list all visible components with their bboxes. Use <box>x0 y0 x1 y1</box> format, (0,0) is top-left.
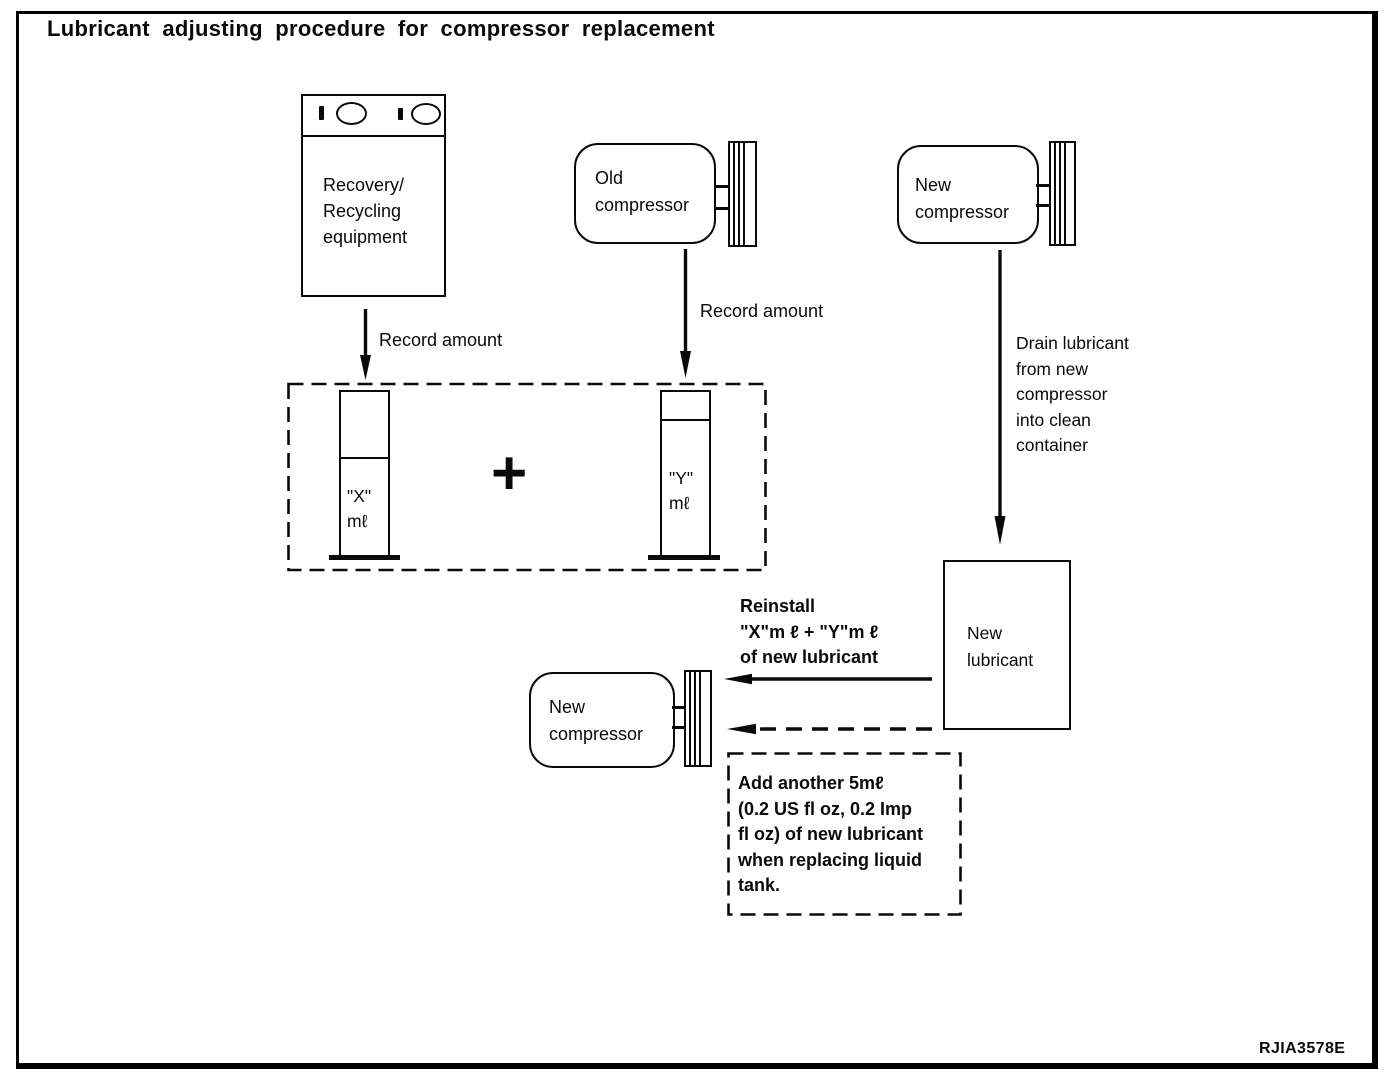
drain-lubricant-note: Drain lubricant from new compressor into… <box>1016 333 1129 455</box>
plus-sign: + <box>491 439 528 508</box>
new-lubricant-box: New lubricant <box>943 560 1071 730</box>
old-compressor-box: Old compressor <box>574 143 716 244</box>
record-amount-label-left: Record amount <box>379 330 503 350</box>
port-icon <box>319 106 324 120</box>
compressor-pulley-icon <box>728 141 757 247</box>
cylinder-y-label: "Y" mℓ <box>669 468 694 513</box>
compressor-pulley-icon <box>684 670 712 767</box>
fluid-level-line <box>341 457 388 459</box>
gauge-dial-icon <box>336 102 367 125</box>
new-compressor-top-label: New compressor <box>915 175 1010 222</box>
cylinder-base <box>648 555 720 560</box>
measuring-cylinder-y: "Y" mℓ <box>660 390 711 557</box>
compressor-shaft-stub <box>714 185 729 188</box>
compressor-shaft-stub <box>672 706 685 709</box>
page-title: Lubricant adjusting procedure for compre… <box>47 16 715 41</box>
compressor-shaft-stub <box>1036 204 1050 207</box>
measuring-cylinder-x: "X" mℓ <box>339 390 390 557</box>
add-lubricant-note: Add another 5mℓ (0.2 US fl oz, 0.2 Imp f… <box>738 773 923 895</box>
compressor-shaft-stub <box>714 207 729 210</box>
new-compressor-bottom-box: New compressor <box>529 672 675 768</box>
fluid-level-line <box>662 419 709 421</box>
record-amount-label-right: Record amount <box>700 301 824 321</box>
new-lubricant-label: New lubricant <box>967 623 1034 670</box>
reinstall-note: Reinstall "X"m ℓ + "Y"m ℓ of new lubrica… <box>740 596 879 667</box>
new-compressor-bottom-label: New compressor <box>549 697 644 744</box>
compressor-pulley-icon <box>1049 141 1076 246</box>
cylinder-x-label: "X" mℓ <box>347 486 372 531</box>
recovery-equipment-label: Recovery/ Recycling equipment <box>323 175 408 247</box>
port-icon <box>398 108 403 120</box>
cylinder-base <box>329 555 400 560</box>
gauge-panel <box>303 96 444 137</box>
figure-code: RJIA3578E <box>1259 1040 1346 1057</box>
new-compressor-top-box: New compressor <box>897 145 1039 244</box>
gauge-dial-icon <box>411 103 441 125</box>
recovery-recycling-equipment-box: Recovery/ Recycling equipment <box>301 94 446 297</box>
compressor-shaft-stub <box>1036 184 1050 187</box>
compressor-shaft-stub <box>672 726 685 729</box>
old-compressor-label: Old compressor <box>595 168 690 215</box>
